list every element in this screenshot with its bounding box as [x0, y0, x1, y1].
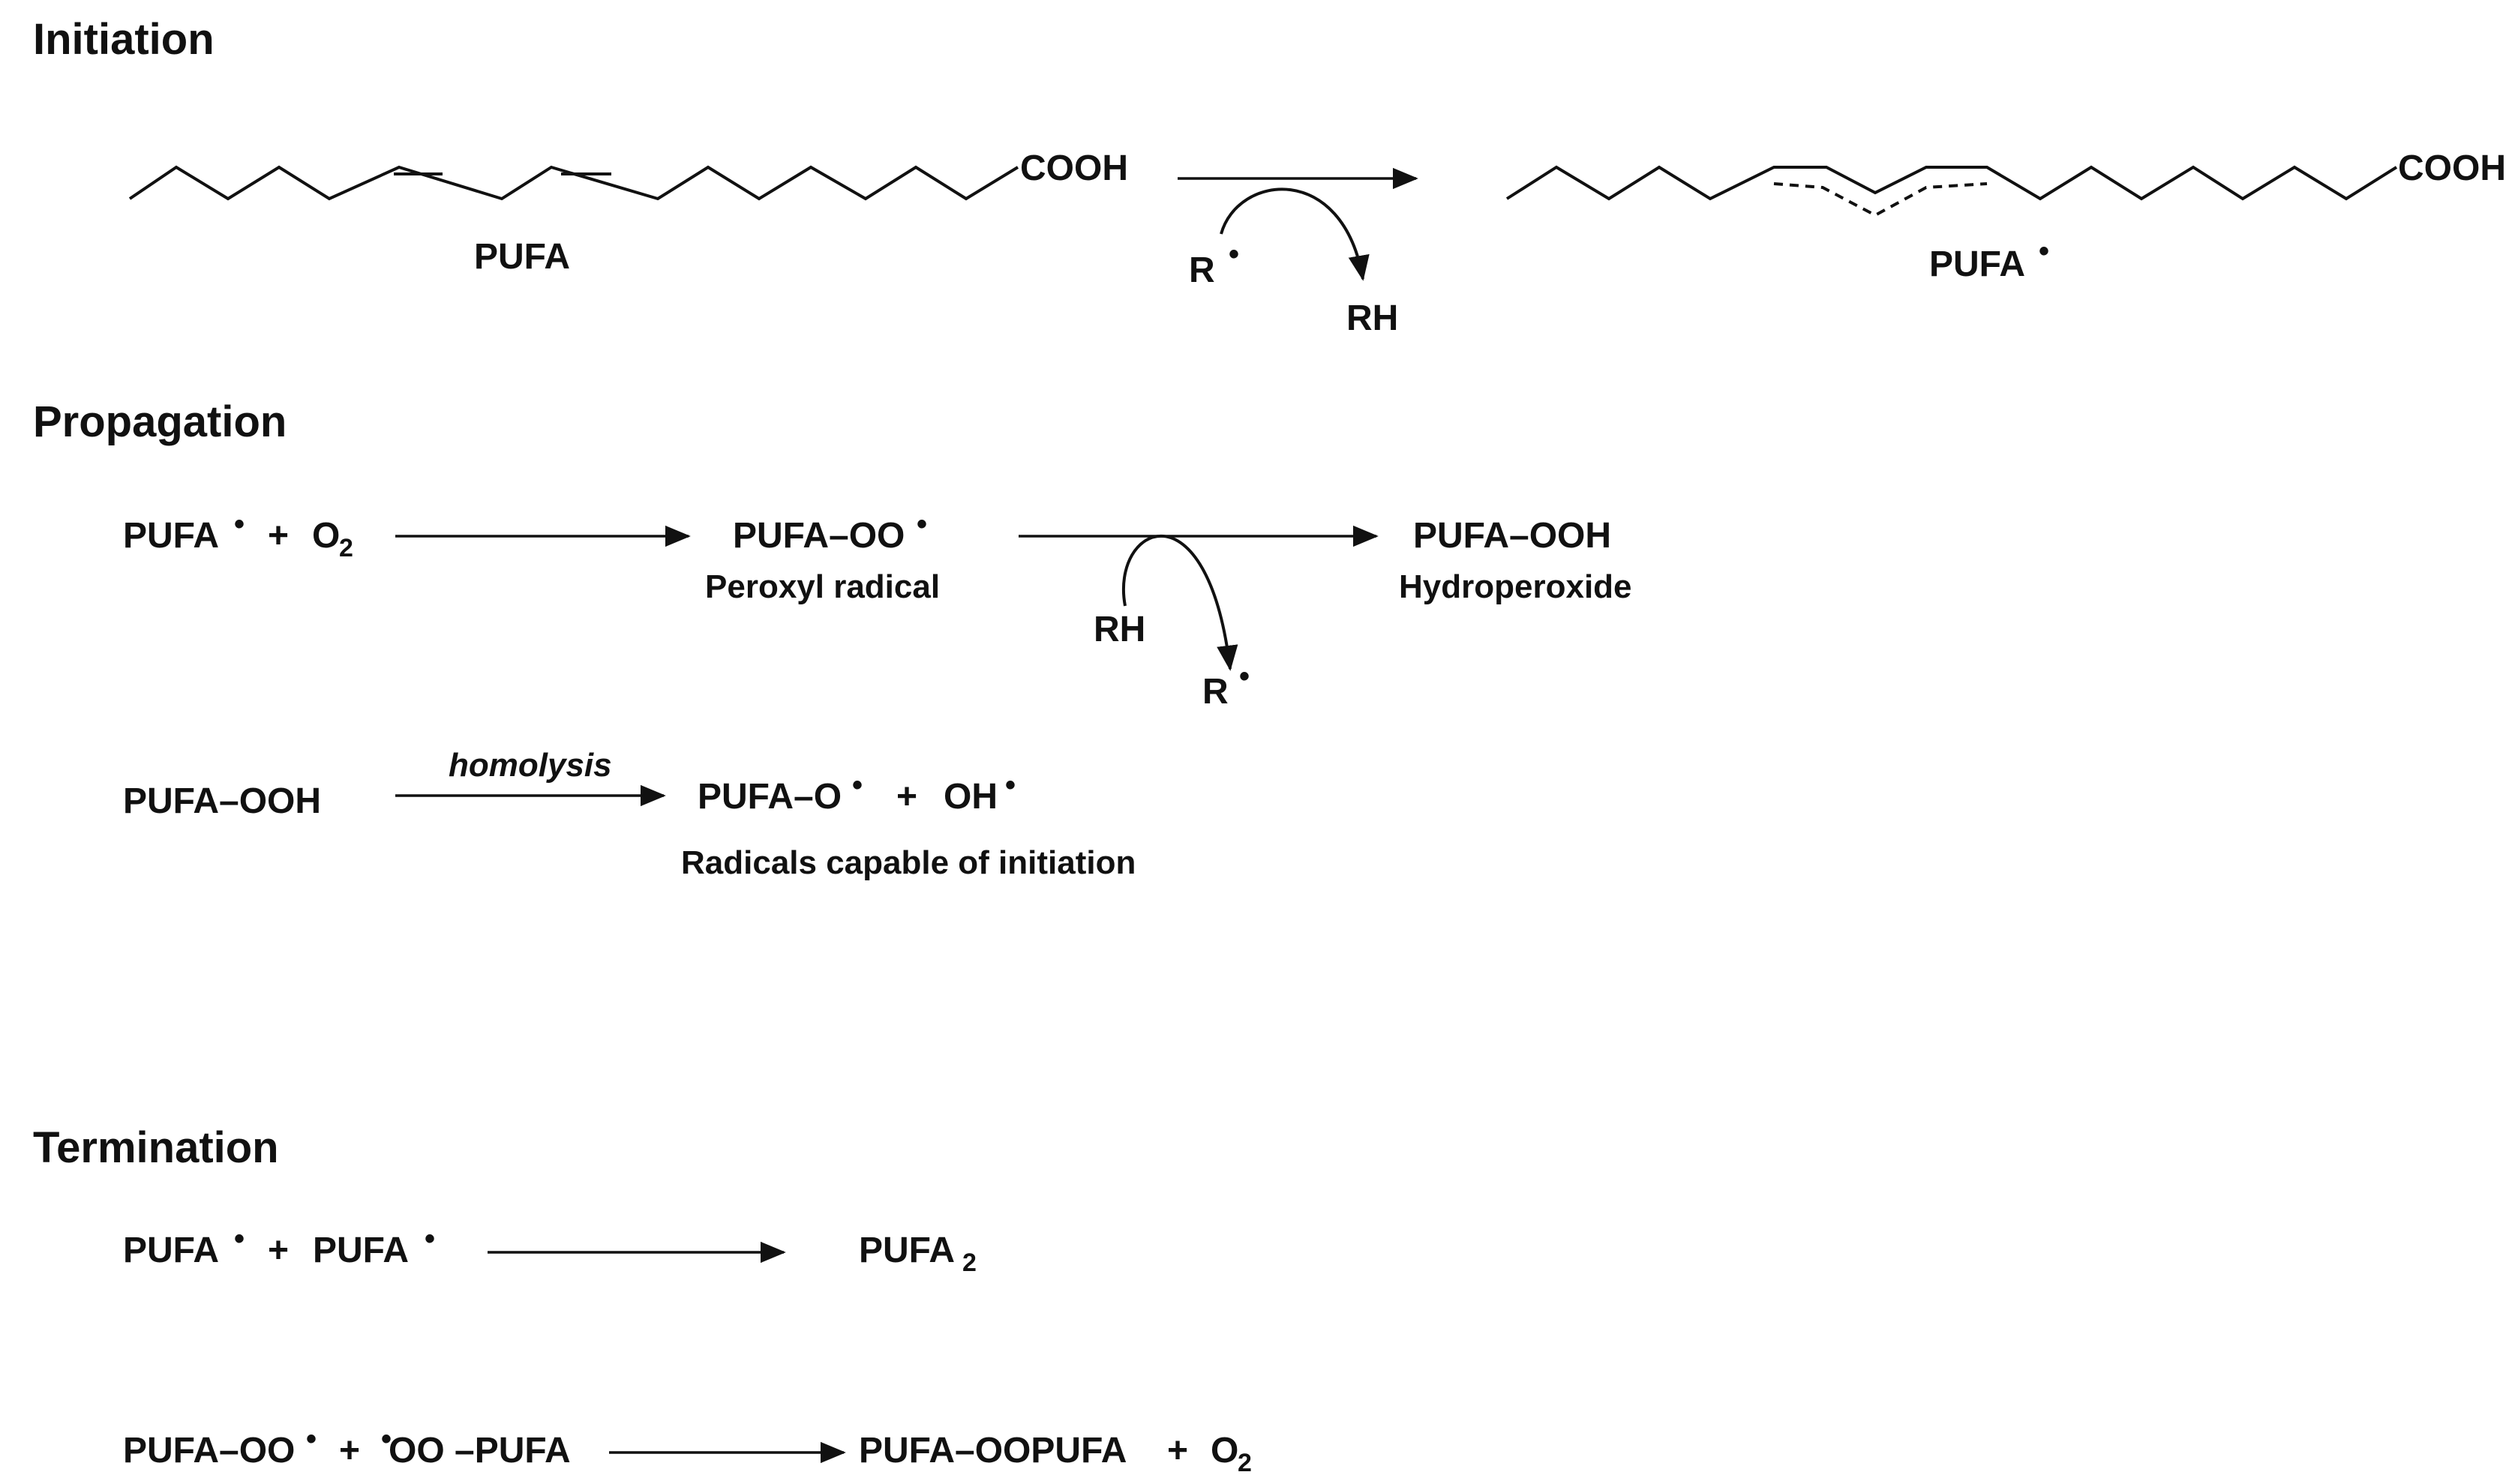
termination-equation-2: PUFA–OO • + • OO –PUFA PUFA–OOPUFA + O 2: [123, 1423, 1252, 1477]
propagation-equation-1: PUFA • + O 2 PUFA–OO • Peroxyl radical: [123, 508, 940, 605]
pufa-dimer-sub: 2: [962, 1249, 977, 1277]
termination-heading: Termination: [33, 1123, 279, 1172]
term2-product: PUFA–OOPUFA: [859, 1431, 1127, 1471]
hydroxyl-dot: •: [1005, 769, 1016, 802]
prop1b-r-out-dot: •: [1239, 660, 1250, 693]
rh-abstracted: RH: [1346, 298, 1398, 338]
prop1-pufa: PUFA: [123, 516, 219, 556]
propagation-heading: Propagation: [33, 397, 287, 446]
prop2-plus: +: [896, 777, 917, 817]
term2-peroxyl-a-dot: •: [306, 1423, 317, 1456]
pufa-radical-label: PUFA: [1929, 244, 2025, 284]
propagation-equation-2: PUFA–OOH homolysis PUFA–O • + OH • Radic…: [123, 747, 1136, 881]
hydroperoxide-caption: Hydroperoxide: [1399, 568, 1632, 605]
propagation-equation-1b: RH R • PUFA–OOH Hydroperoxide: [1019, 516, 1632, 712]
pufa-radical-structure: COOH: [1505, 148, 2506, 217]
radical-r-in-dot: •: [1229, 238, 1239, 271]
peroxyl-dot: •: [917, 508, 927, 541]
pufa-radical-dot: •: [2039, 235, 2049, 268]
initiation-curved-arrow: [1220, 187, 1370, 281]
term2-peroxyl-b-dot: •: [381, 1423, 392, 1456]
cooh-right: COOH: [2398, 148, 2506, 188]
pufa-dimer: PUFA: [859, 1231, 955, 1270]
prop1-o2: O: [312, 516, 340, 556]
term2-peroxyl-b: OO –PUFA: [389, 1431, 571, 1471]
term2-o2-sub: 2: [1238, 1449, 1252, 1477]
cooh-left: COOH: [1020, 148, 1128, 188]
term2-plus-2: +: [1167, 1431, 1188, 1471]
initiation-heading: Initiation: [33, 15, 215, 64]
prop2-hydroperoxide: PUFA–OOH: [123, 781, 321, 821]
prop1b-rh-in: RH: [1094, 610, 1145, 649]
term1-pufa-b: PUFA: [313, 1231, 409, 1270]
peroxyl-radical: PUFA–OO: [733, 516, 905, 556]
termination-equation-1: PUFA • + PUFA • PUFA 2: [123, 1222, 977, 1277]
term1-pufa-a-dot: •: [234, 1222, 245, 1255]
peroxyl-caption: Peroxyl radical: [705, 568, 940, 605]
homolysis-label: homolysis: [449, 747, 612, 784]
hydroxyl-radical: OH: [944, 777, 998, 817]
pufa-structure: COOH: [128, 148, 1128, 201]
pufa-reactant-label: PUFA: [474, 237, 570, 277]
term2-plus-1: +: [339, 1431, 360, 1471]
prop1b-r-out: R: [1202, 672, 1229, 712]
alkoxyl-dot: •: [852, 769, 863, 802]
prop1-o2-sub: 2: [339, 534, 353, 562]
term1-pufa-a: PUFA: [123, 1231, 219, 1270]
prop1-pufa-dot: •: [234, 508, 245, 541]
radical-r-in: R: [1189, 250, 1215, 290]
term1-pufa-b-dot: •: [425, 1222, 435, 1255]
term1-plus: +: [268, 1231, 289, 1270]
term2-peroxyl-a: PUFA–OO: [123, 1431, 295, 1471]
prop1-plus: +: [268, 516, 289, 556]
prop1b-curved-arrow: [1122, 534, 1238, 671]
hydroperoxide: PUFA–OOH: [1413, 516, 1611, 556]
alkoxyl-radical: PUFA–O: [698, 777, 842, 817]
radicals-caption: Radicals capable of initiation: [681, 844, 1136, 881]
term2-o2: O: [1211, 1431, 1238, 1471]
